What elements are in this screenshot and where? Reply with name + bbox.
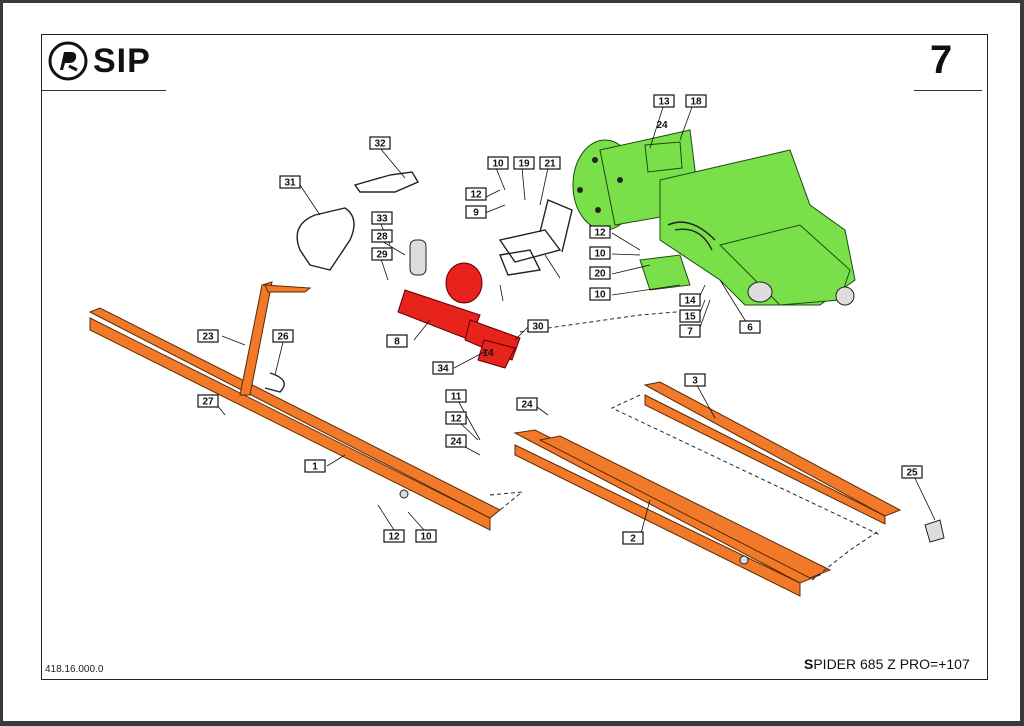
page-number: 7 bbox=[930, 38, 953, 82]
hydraulic-cylinder bbox=[397, 262, 521, 369]
svg-text:10: 10 bbox=[420, 532, 432, 543]
callout-21: 21 bbox=[539, 156, 561, 170]
callout-10-mid: 10 bbox=[589, 246, 611, 260]
callout-14: 14 bbox=[679, 293, 701, 307]
frame-bar-1 bbox=[88, 281, 501, 531]
svg-text:19: 19 bbox=[518, 159, 530, 170]
sip-emblem-icon bbox=[48, 41, 88, 81]
svg-text:14: 14 bbox=[684, 296, 696, 307]
svg-text:6: 6 bbox=[747, 323, 753, 334]
callout-19: 19 bbox=[513, 156, 535, 170]
svg-text:12: 12 bbox=[450, 414, 462, 425]
bracket-part-9 bbox=[498, 199, 573, 276]
svg-text:29: 29 bbox=[376, 250, 388, 261]
svg-text:7: 7 bbox=[687, 327, 693, 338]
callout-24-lower: 24 bbox=[445, 434, 467, 448]
callout-9-left: 9 bbox=[465, 205, 487, 219]
brand-logo: SIP bbox=[47, 40, 151, 82]
svg-text:12: 12 bbox=[594, 228, 606, 239]
svg-text:33: 33 bbox=[376, 214, 388, 225]
svg-text:2: 2 bbox=[630, 534, 636, 545]
callout-27: 27 bbox=[197, 394, 219, 408]
callout-12-bottom: 12 bbox=[383, 529, 405, 543]
svg-text:13: 13 bbox=[658, 97, 670, 108]
callout-2: 2 bbox=[622, 531, 644, 545]
gearbox-assembly bbox=[572, 129, 856, 306]
callout-11: 11 bbox=[445, 389, 467, 403]
callout-10-low: 10 bbox=[589, 287, 611, 301]
frame-bar-2 bbox=[513, 429, 832, 597]
svg-text:32: 32 bbox=[374, 139, 386, 150]
callout-12-mid: 12 bbox=[589, 225, 611, 239]
callout-23: 23 bbox=[197, 329, 219, 343]
callout-10-top: 10 bbox=[487, 156, 509, 170]
callout-25: 25 bbox=[901, 465, 923, 479]
callout-30: 30 bbox=[527, 319, 549, 333]
svg-text:24: 24 bbox=[450, 437, 462, 448]
svg-text:11: 11 bbox=[451, 392, 462, 403]
svg-text:9: 9 bbox=[473, 208, 479, 219]
callout-33: 33 bbox=[371, 211, 393, 225]
callout-10-bottom: 10 bbox=[415, 529, 437, 543]
callout-28: 28 bbox=[371, 229, 393, 243]
callout-12-lower: 12 bbox=[445, 411, 467, 425]
callout-24-top: 24 bbox=[656, 120, 668, 131]
document-code: 418.16.000.0 bbox=[45, 664, 104, 675]
svg-text:8: 8 bbox=[394, 337, 400, 348]
callout-7: 7 bbox=[679, 324, 701, 338]
svg-text:27: 27 bbox=[202, 397, 214, 408]
callout-14-red: 14 bbox=[482, 348, 494, 359]
model-name: SPIDER 685 Z PRO=+107 bbox=[804, 656, 970, 672]
callout-12-top: 12 bbox=[465, 187, 487, 201]
callout-20: 20 bbox=[589, 266, 611, 280]
callout-34: 34 bbox=[432, 361, 454, 375]
svg-text:18: 18 bbox=[690, 97, 702, 108]
callout-13: 13 bbox=[653, 94, 675, 108]
svg-text:1: 1 bbox=[312, 462, 318, 473]
callout-8: 8 bbox=[386, 334, 408, 348]
svg-text:12: 12 bbox=[470, 190, 482, 201]
lever-assembly bbox=[296, 171, 427, 276]
svg-text:10: 10 bbox=[492, 159, 504, 170]
callout-3: 3 bbox=[684, 373, 706, 387]
svg-text:23: 23 bbox=[202, 332, 214, 343]
svg-text:31: 31 bbox=[284, 178, 296, 189]
svg-text:24: 24 bbox=[521, 400, 533, 411]
callout-6: 6 bbox=[739, 320, 761, 334]
callout-1: 1 bbox=[304, 459, 326, 473]
svg-text:24: 24 bbox=[656, 120, 668, 131]
callout-31: 31 bbox=[279, 175, 301, 189]
svg-text:3: 3 bbox=[692, 376, 698, 387]
svg-text:30: 30 bbox=[532, 322, 544, 333]
callout-15: 15 bbox=[679, 309, 701, 323]
svg-text:10: 10 bbox=[594, 290, 606, 301]
part-callouts: 13 18 24 32 31 10 19 21 12 9 33 28 29 12… bbox=[197, 94, 923, 545]
header-rule-right bbox=[914, 90, 982, 91]
part-25 bbox=[924, 519, 945, 543]
svg-text:34: 34 bbox=[437, 364, 449, 375]
callout-18: 18 bbox=[685, 94, 707, 108]
callout-29: 29 bbox=[371, 247, 393, 261]
callout-26: 26 bbox=[272, 329, 294, 343]
callout-32: 32 bbox=[369, 136, 391, 150]
svg-text:28: 28 bbox=[376, 232, 388, 243]
svg-text:26: 26 bbox=[277, 332, 289, 343]
frame-bar-3 bbox=[643, 381, 902, 525]
callout-24-right: 24 bbox=[516, 397, 538, 411]
drawing-frame bbox=[41, 34, 988, 680]
svg-text:15: 15 bbox=[684, 312, 696, 323]
svg-text:12: 12 bbox=[388, 532, 400, 543]
brand-name: SIP bbox=[93, 41, 151, 80]
svg-text:20: 20 bbox=[594, 269, 606, 280]
svg-text:14: 14 bbox=[482, 348, 494, 359]
svg-text:21: 21 bbox=[544, 159, 556, 170]
header-rule-left bbox=[41, 90, 166, 91]
svg-text:10: 10 bbox=[594, 249, 606, 260]
svg-text:25: 25 bbox=[906, 468, 918, 479]
